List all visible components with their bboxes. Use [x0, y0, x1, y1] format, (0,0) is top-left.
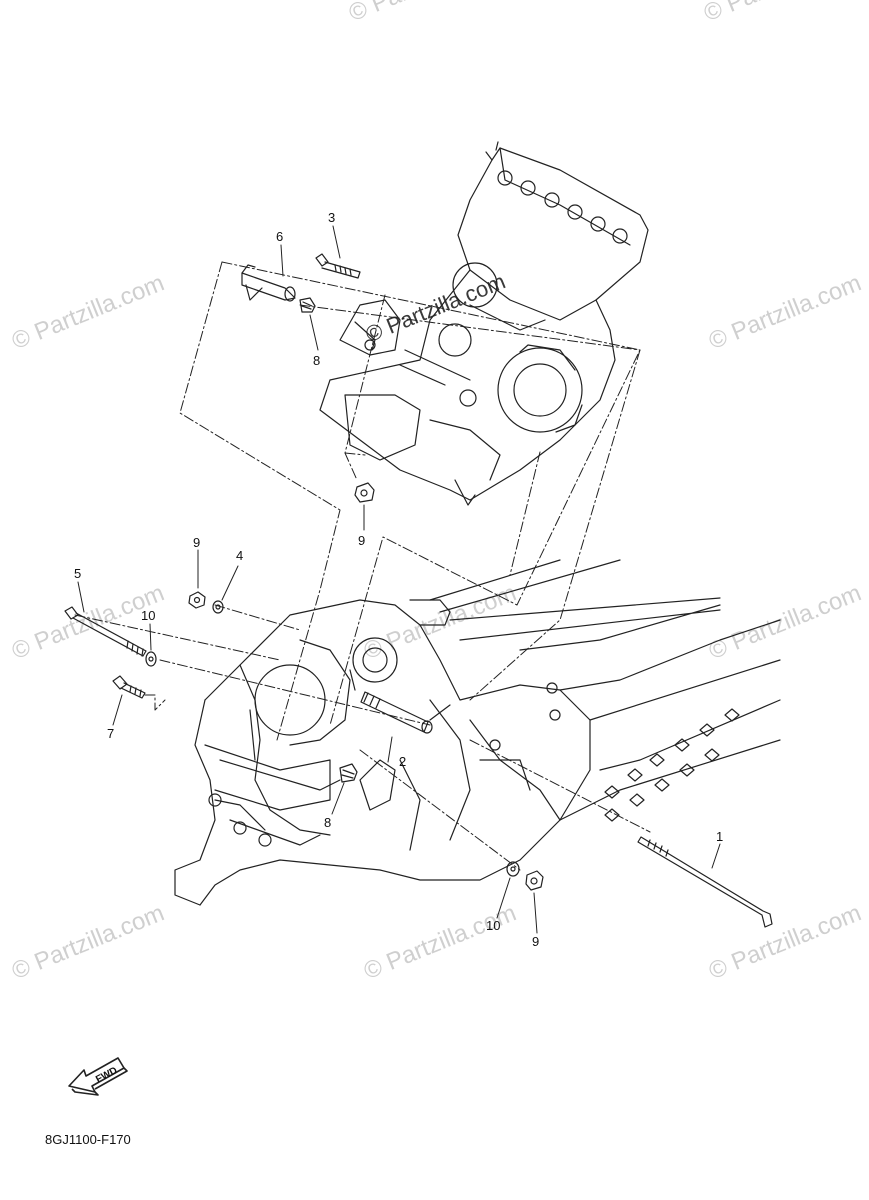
callout-2: 2 [399, 754, 407, 769]
engine-assembly [319, 141, 649, 506]
part-nut-9-lower [525, 870, 544, 891]
part-washer-4 [212, 600, 224, 614]
callout-5: 5 [74, 566, 82, 581]
callout-6: 6 [276, 229, 284, 244]
part-nut-9-upper [354, 482, 375, 503]
part-bolt-7 [112, 675, 146, 699]
frame-assembly [174, 559, 781, 906]
callout-3: 3 [328, 210, 336, 225]
fwd-arrow-icon: FWD [68, 1057, 128, 1096]
part-bolt-3 [315, 253, 361, 279]
callout-9-lower: 9 [532, 934, 540, 949]
part-collar-6 [241, 264, 296, 302]
callout-8-lower: 8 [324, 815, 332, 830]
callout-8-upper: 8 [313, 353, 321, 368]
callout-10-lower: 10 [486, 918, 501, 933]
part-bushing-8 [299, 297, 316, 313]
callout-4: 4 [236, 548, 244, 563]
callout-1: 1 [716, 829, 724, 844]
part-bushing-8-lower [339, 763, 358, 783]
part-washer-10-upper [145, 651, 157, 667]
callout-10-upper: 10 [141, 608, 156, 623]
part-nut-9-mid [188, 591, 206, 609]
part-bolt-1 [637, 836, 773, 928]
callout-9-mid: 9 [193, 535, 201, 550]
part-bolt-5 [64, 606, 147, 657]
callout-7: 7 [107, 726, 115, 741]
callout-9-upper: 9 [358, 533, 366, 548]
diagram-code: 8GJ1100-F170 [45, 1132, 131, 1147]
part-collar-2 [360, 691, 433, 734]
part-washer-10-lower [506, 861, 520, 877]
